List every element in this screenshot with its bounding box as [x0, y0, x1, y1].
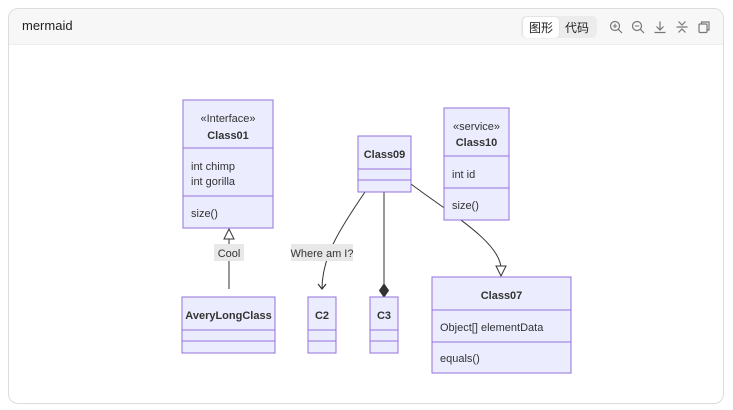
- collapse-icon[interactable]: [673, 18, 691, 36]
- class-box-averylongclass: AveryLongClass: [181, 296, 276, 354]
- edge-label-where: Where am I?: [291, 248, 354, 260]
- class-name: Class09: [364, 149, 406, 161]
- attribute: int id: [452, 169, 475, 181]
- method: size(): [452, 200, 479, 212]
- toolbar: [607, 18, 713, 36]
- edge-label-cool: Cool: [218, 248, 241, 260]
- attribute: int gorilla: [191, 176, 236, 188]
- edge-class09-c3: [378, 192, 390, 298]
- tab-code[interactable]: 代码: [565, 20, 590, 35]
- zoom-in-icon[interactable]: [607, 18, 625, 36]
- zoom-out-icon[interactable]: [629, 18, 647, 36]
- card-header: mermaid 图形 代码: [9, 9, 723, 45]
- class-box-class10: «service» Class10 int id size(): [443, 107, 510, 221]
- copy-icon[interactable]: [695, 18, 713, 36]
- diagram-canvas: Cool Where am I? «Interface: [9, 45, 723, 403]
- composition-diamond: [378, 283, 390, 298]
- dependency-arrowhead: [317, 283, 327, 290]
- realization-arrowhead: [223, 227, 235, 240]
- mermaid-card: mermaid 图形 代码: [8, 8, 724, 404]
- class-name: Class01: [207, 130, 249, 142]
- class-box-c2: C2: [307, 296, 337, 354]
- class-name: C3: [377, 310, 391, 322]
- view-toggle: 图形 代码: [521, 16, 597, 38]
- stereotype-label: «service»: [453, 121, 500, 133]
- card-title: mermaid: [22, 18, 73, 33]
- attribute: int chimp: [191, 161, 235, 173]
- class-box-class09: Class09: [357, 135, 412, 193]
- realization-arrowhead: [495, 265, 507, 278]
- edge-label-bg: [291, 244, 353, 261]
- edge-class01-averylongclass: Cool: [214, 223, 244, 289]
- class-name: C2: [315, 310, 329, 322]
- class-diagram: Cool Where am I? «Interface: [181, 99, 572, 374]
- class-name: Class07: [481, 290, 523, 302]
- class-box-class01: «Interface» Class01 int chimp int gorill…: [182, 99, 274, 229]
- class-box-c3: C3: [369, 296, 399, 354]
- edge-label-bg: [214, 244, 244, 261]
- attribute: Object[] elementData: [440, 322, 544, 334]
- method: equals(): [440, 353, 480, 365]
- class-name: AveryLongClass: [185, 310, 271, 322]
- class-box-class07: Class07 Object[] elementData equals(): [431, 276, 572, 374]
- class-name: Class10: [456, 137, 498, 149]
- tab-graph[interactable]: 图形: [523, 16, 559, 38]
- edge-class09-class07: [410, 183, 507, 278]
- method: size(): [191, 208, 218, 220]
- edge-class09-c2: Where am I?: [291, 191, 366, 290]
- download-icon[interactable]: [651, 18, 669, 36]
- stereotype-label: «Interface»: [200, 113, 255, 125]
